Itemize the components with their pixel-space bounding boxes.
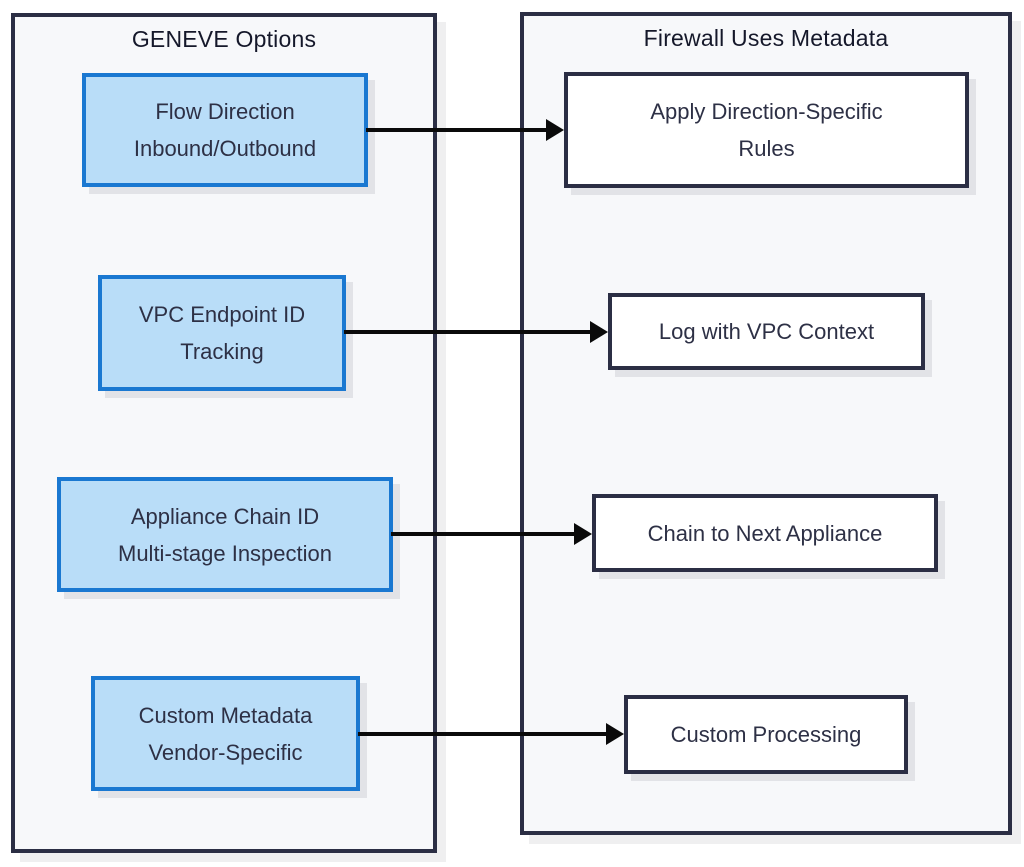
node-label-line: VPC Endpoint ID bbox=[138, 302, 306, 327]
node-label-line: Inbound/Outbound bbox=[133, 136, 317, 161]
node-label-line: Tracking bbox=[180, 339, 264, 364]
node-label-line: Multi-stage Inspection bbox=[118, 540, 332, 566]
option-node-vpc-endpoint-id: VPC Endpoint ID Tracking bbox=[98, 275, 346, 391]
arrow-vpc-endpoint-to-log bbox=[344, 330, 590, 334]
action-node-custom-processing: Custom Processing bbox=[624, 695, 908, 774]
node-label-line: Apply Direction-Specific bbox=[650, 99, 883, 124]
node-label-line: Log with VPC Context bbox=[658, 319, 875, 344]
node-label-line: Vendor-Specific bbox=[148, 739, 303, 765]
node-label-line: Appliance Chain ID bbox=[130, 503, 320, 529]
option-node-custom-metadata: Custom Metadata Vendor-Specific bbox=[91, 676, 360, 791]
arrow-flow-direction-to-rules bbox=[366, 128, 546, 132]
firewall-metadata-panel-title: Firewall Uses Metadata bbox=[643, 25, 889, 51]
node-label-line: Flow Direction bbox=[155, 99, 295, 124]
node-label-line: Chain to Next Appliance bbox=[647, 520, 883, 546]
option-node-appliance-chain-id: Appliance Chain ID Multi-stage Inspectio… bbox=[57, 477, 393, 592]
arrow-custom-metadata-to-processing bbox=[358, 732, 606, 736]
option-node-flow-direction: Flow Direction Inbound/Outbound bbox=[82, 73, 368, 187]
arrow-appliance-chain-to-next bbox=[391, 532, 574, 536]
action-node-chain-next-appliance: Chain to Next Appliance bbox=[592, 494, 938, 572]
node-label-line: Custom Metadata bbox=[138, 702, 313, 728]
action-node-direction-specific-rules: Apply Direction-Specific Rules bbox=[564, 72, 969, 188]
node-label-line: Rules bbox=[738, 136, 795, 161]
node-label-line: Custom Processing bbox=[670, 722, 862, 747]
geneve-options-panel-title: GENEVE Options bbox=[131, 26, 317, 52]
action-node-log-vpc-context: Log with VPC Context bbox=[608, 293, 925, 370]
